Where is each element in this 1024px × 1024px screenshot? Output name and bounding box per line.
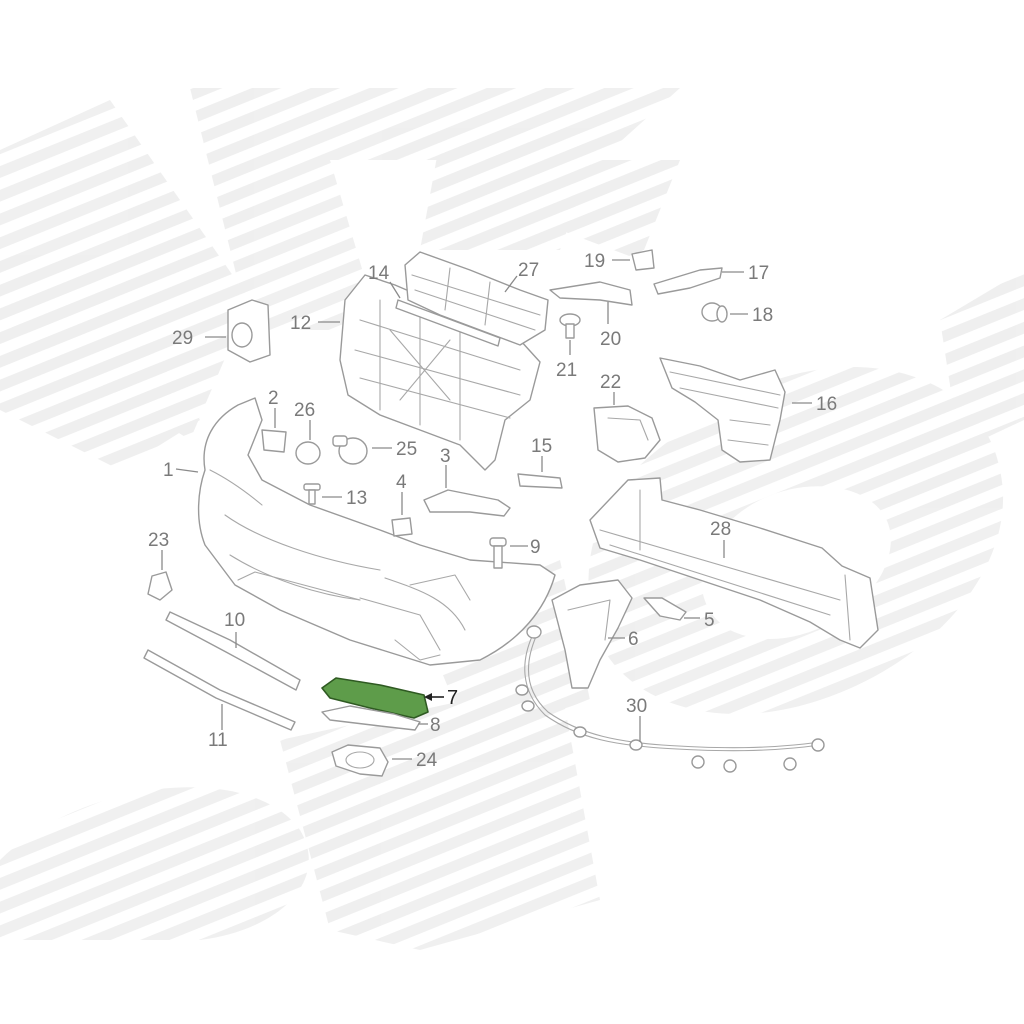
callout-3: 3 [440, 446, 451, 467]
callout-labels: 1 2 3 4 5 6 7 8 9 10 11 12 13 14 15 16 1… [148, 251, 837, 771]
callout-25: 25 [396, 439, 417, 460]
part-9[interactable] [489, 537, 528, 569]
callout-5: 5 [704, 610, 715, 631]
part-5[interactable] [643, 597, 700, 621]
part-8[interactable] [321, 705, 428, 731]
callout-18: 18 [752, 305, 773, 326]
callout-12: 12 [290, 313, 311, 334]
watermark [0, 88, 1024, 950]
part-2[interactable] [261, 408, 287, 453]
callout-9: 9 [530, 537, 541, 558]
part-3[interactable] [423, 465, 511, 517]
part-20[interactable] [549, 281, 633, 324]
callout-7: 7 [447, 687, 458, 709]
part-4[interactable] [391, 492, 413, 537]
part-6[interactable] [551, 579, 633, 689]
callout-16: 16 [816, 394, 837, 415]
callout-11: 11 [208, 730, 228, 751]
part-1-bumper-cover[interactable] [197, 397, 556, 666]
callout-17: 17 [748, 263, 769, 284]
callout-19: 19 [584, 251, 605, 272]
part-28-impact-bar[interactable] [589, 477, 879, 649]
part-23[interactable] [147, 550, 173, 601]
part-11-lower-trim[interactable] [143, 649, 296, 731]
callout-21: 21 [556, 360, 577, 381]
callout-4: 4 [396, 472, 407, 493]
callout-28: 28 [710, 519, 731, 540]
callout-29: 29 [172, 328, 193, 349]
callout-13: 13 [346, 488, 367, 509]
part-16-side-grille[interactable] [659, 357, 812, 463]
callout-10: 10 [224, 610, 245, 631]
part-30-wiring-harness[interactable] [515, 625, 825, 773]
part-13[interactable] [303, 483, 342, 505]
part-10-trim-strip[interactable] [165, 611, 301, 691]
callout-30: 30 [626, 696, 647, 717]
callout-26: 26 [294, 400, 315, 421]
part-25[interactable] [332, 435, 392, 465]
part-29[interactable] [205, 299, 271, 363]
part-27-upper-grille[interactable] [404, 251, 549, 346]
callout-23: 23 [148, 530, 169, 551]
part-15[interactable] [517, 456, 563, 489]
callout-2: 2 [268, 388, 279, 409]
callout-14: 14 [368, 263, 390, 284]
callout-24: 24 [416, 750, 438, 771]
part-7-highlighted[interactable] [321, 677, 444, 719]
callout-22: 22 [600, 372, 621, 393]
part-22[interactable] [593, 392, 661, 463]
callout-20: 20 [600, 329, 621, 350]
callout-27: 27 [518, 260, 539, 281]
callout-8: 8 [430, 715, 441, 736]
callout-1: 1 [163, 460, 174, 481]
part-26[interactable] [295, 420, 321, 465]
part-18[interactable] [701, 302, 748, 323]
callout-6: 6 [628, 629, 639, 650]
part-21[interactable] [559, 313, 581, 355]
part-24-fog-cover[interactable] [331, 744, 412, 777]
part-17[interactable] [653, 267, 744, 295]
callout-15: 15 [531, 436, 552, 457]
part-19[interactable] [612, 249, 655, 271]
